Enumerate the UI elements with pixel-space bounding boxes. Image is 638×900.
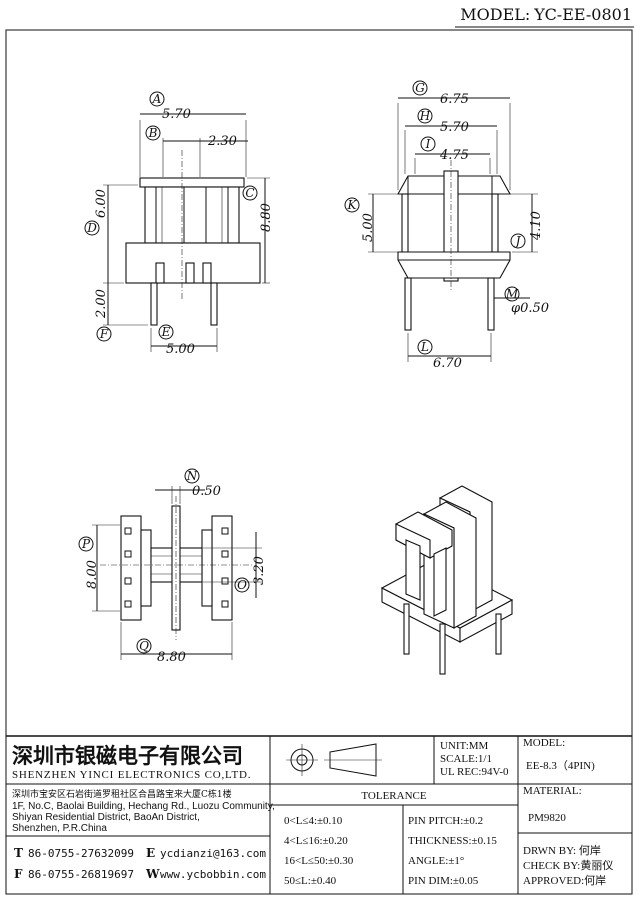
model-label: MODEL:: [523, 737, 565, 749]
address-en-line2: Shiyan Residential District, BaoAn Distr…: [12, 812, 200, 823]
tolerance-pin-dim: PIN DIM:±0.05: [408, 875, 479, 887]
balloon-o: O: [237, 578, 247, 592]
balloon-b: B: [148, 126, 158, 140]
email-label: E: [146, 846, 155, 860]
dim-d: 6.00: [94, 189, 109, 218]
tolerance-title: TOLERANCE: [361, 790, 426, 802]
dim-f: 2.00: [94, 289, 109, 319]
top-view: N 0.50 P 8.00 O 3.20 Q 8.80: [78, 468, 267, 665]
checked-by: CHECK BY:黄丽仪: [523, 858, 613, 872]
dim-m: φ0.50: [511, 301, 549, 316]
front-view: A 5.70 B 2.30 C 8.80 D 6.00 F 2.00: [84, 91, 274, 357]
drawn-by: DRWN BY: 何岸: [523, 844, 601, 857]
web-label: W: [145, 867, 160, 881]
fax-value: 86-0755-26819697: [28, 868, 134, 881]
balloon-g: G: [415, 81, 425, 95]
dim-e: 5.00: [166, 342, 195, 357]
balloon-q: Q: [139, 639, 149, 653]
pin: [404, 277, 412, 331]
title-block: 深圳市银磁电子有限公司 SHENZHEN YINCI ELECTRONICS C…: [6, 735, 632, 894]
tolerance-length-4: 50≤L:±0.40: [284, 875, 337, 887]
tolerance-pin-pitch: PIN PITCH:±0.2: [408, 815, 483, 827]
drawing-frame: [5, 29, 633, 895]
pin: [487, 277, 495, 331]
ul-rec: UL REC:94V-0: [440, 766, 509, 778]
balloon-c: C: [245, 186, 254, 200]
address-cn: 深圳市宝安区石岩街道罗租社区合昌路宝来大厦C栋1楼: [12, 788, 232, 800]
material-value: PM9820: [528, 812, 566, 824]
pin: [495, 613, 502, 655]
tolerance-thickness: THICKNESS:±0.15: [408, 835, 497, 847]
dim-g: 6.75: [440, 92, 469, 107]
pin: [210, 282, 218, 326]
tolerance-angle: ANGLE:±1°: [408, 855, 464, 867]
side-view: G 6.75 H 5.70 I 4.75 K 5.00 J 4.10 M: [344, 80, 549, 371]
balloon-p: P: [81, 537, 91, 551]
balloon-f: F: [99, 327, 109, 341]
approved-by: APPROVED:何岸: [523, 874, 606, 887]
material-label: MATERIAL:: [523, 785, 582, 797]
isometric-view: [380, 485, 514, 675]
pin: [403, 603, 410, 655]
address-en-line3: Shenzhen, P.R.China: [12, 823, 107, 834]
dim-a: 5.70: [162, 107, 191, 122]
balloon-l: L: [420, 340, 429, 354]
web-value: www.ycbobbin.com: [160, 868, 266, 881]
tolerance-length-2: 4<L≤16:±0.20: [284, 835, 348, 847]
projection-symbol-icon: [286, 743, 382, 777]
pin: [150, 282, 158, 326]
dim-i: 4.75: [439, 148, 469, 163]
balloon-h: H: [419, 109, 431, 123]
dim-q: 8.80: [157, 650, 186, 665]
balloon-j: J: [513, 234, 522, 248]
balloon-e: E: [161, 325, 171, 339]
email-value: ycdianzi@163.com: [160, 847, 266, 860]
dim-k: 5.00: [361, 213, 376, 242]
model-header: MODEL:YC-EE-0801: [460, 5, 632, 24]
balloon-d: D: [86, 221, 97, 235]
dim-j: 4.10: [529, 211, 544, 241]
pin: [439, 623, 446, 675]
dim-p: 8.00: [85, 560, 100, 589]
dim-l: 6.70: [433, 356, 462, 371]
dim-b: 2.30: [207, 134, 237, 149]
tolerance-length-1: 0<L≤4:±0.10: [284, 815, 343, 827]
tel-label: T: [14, 846, 23, 860]
tel-value: 86-0755-27632099: [28, 847, 134, 860]
unit: UNIT:MM: [440, 740, 489, 752]
balloon-a: A: [152, 92, 162, 106]
dim-h: 5.70: [440, 120, 469, 135]
company-name-en: SHENZHEN YINCI ELECTRONICS CO,LTD.: [12, 769, 251, 781]
dim-o: 3.20: [252, 556, 267, 585]
balloon-i: I: [425, 137, 431, 151]
tolerance-length-3: 16<L≤50:±0.30: [284, 855, 354, 867]
scale: SCALE:1/1: [440, 753, 492, 765]
balloon-k: K: [347, 198, 358, 212]
balloon-n: N: [186, 469, 198, 483]
company-name-cn: 深圳市银磁电子有限公司: [12, 743, 243, 768]
fax-label: F: [14, 867, 23, 881]
model-value: EE-8.3（4PIN): [526, 759, 595, 772]
dim-c: 8.80: [259, 203, 274, 232]
dim-n: 0.50: [192, 484, 221, 499]
address-en-line1: 1F, No.C, Baolai Building, Hechang Rd., …: [12, 801, 275, 812]
balloon-m: M: [505, 287, 519, 301]
